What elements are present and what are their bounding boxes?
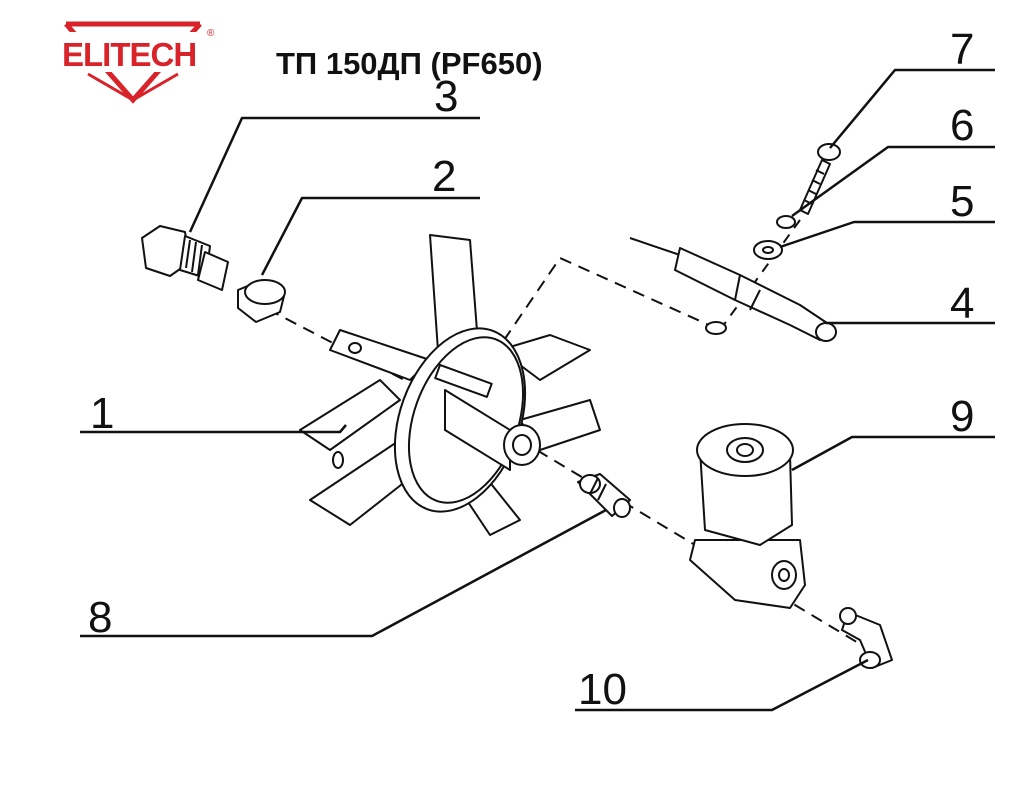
part-solenoid-valve [689, 423, 806, 609]
model-title: ТП 150ДП (PF650) [276, 46, 543, 81]
leader-line-7 [829, 68, 995, 149]
assembly-axis-left [249, 299, 521, 441]
part-fitting [577, 473, 631, 518]
leader-line-5 [779, 220, 995, 249]
callout-8: 8 [88, 593, 113, 642]
leader-line-2 [260, 196, 480, 276]
callout-6: 6 [950, 101, 975, 150]
leader-line-8 [80, 508, 607, 638]
callout-10: 10 [578, 665, 627, 714]
callout-1: 1 [90, 389, 115, 438]
part-impeller [299, 234, 601, 536]
logo-triangle-icon [58, 21, 208, 104]
leader-line-3 [188, 116, 480, 233]
leader-line-1 [80, 424, 347, 434]
callout-7: 7 [950, 25, 975, 74]
part-small-washer [776, 215, 796, 229]
leader-line-9 [791, 435, 995, 472]
callout-9: 9 [950, 392, 975, 441]
callout-5: 5 [950, 177, 975, 226]
part-bushing [237, 279, 286, 323]
assembly-axis-screw [719, 219, 801, 331]
callout-2: 2 [432, 152, 457, 201]
callout-3: 3 [434, 72, 459, 121]
part-igniter-electrode [629, 237, 837, 342]
header: ELITECH ® ТП 150ДП (PF650) [58, 14, 543, 104]
registered-mark: ® [207, 28, 215, 39]
brand-name: ELITECH [62, 36, 197, 73]
leader-line-10 [575, 658, 869, 712]
callout-4: 4 [950, 279, 975, 328]
part-elbow-fitting [839, 607, 893, 669]
part-washer [753, 240, 783, 260]
part-screw [799, 143, 841, 215]
part-nozzle-fitting [141, 225, 229, 291]
brand-logo: ELITECH ® [58, 14, 214, 104]
leader-line-6 [791, 145, 995, 218]
